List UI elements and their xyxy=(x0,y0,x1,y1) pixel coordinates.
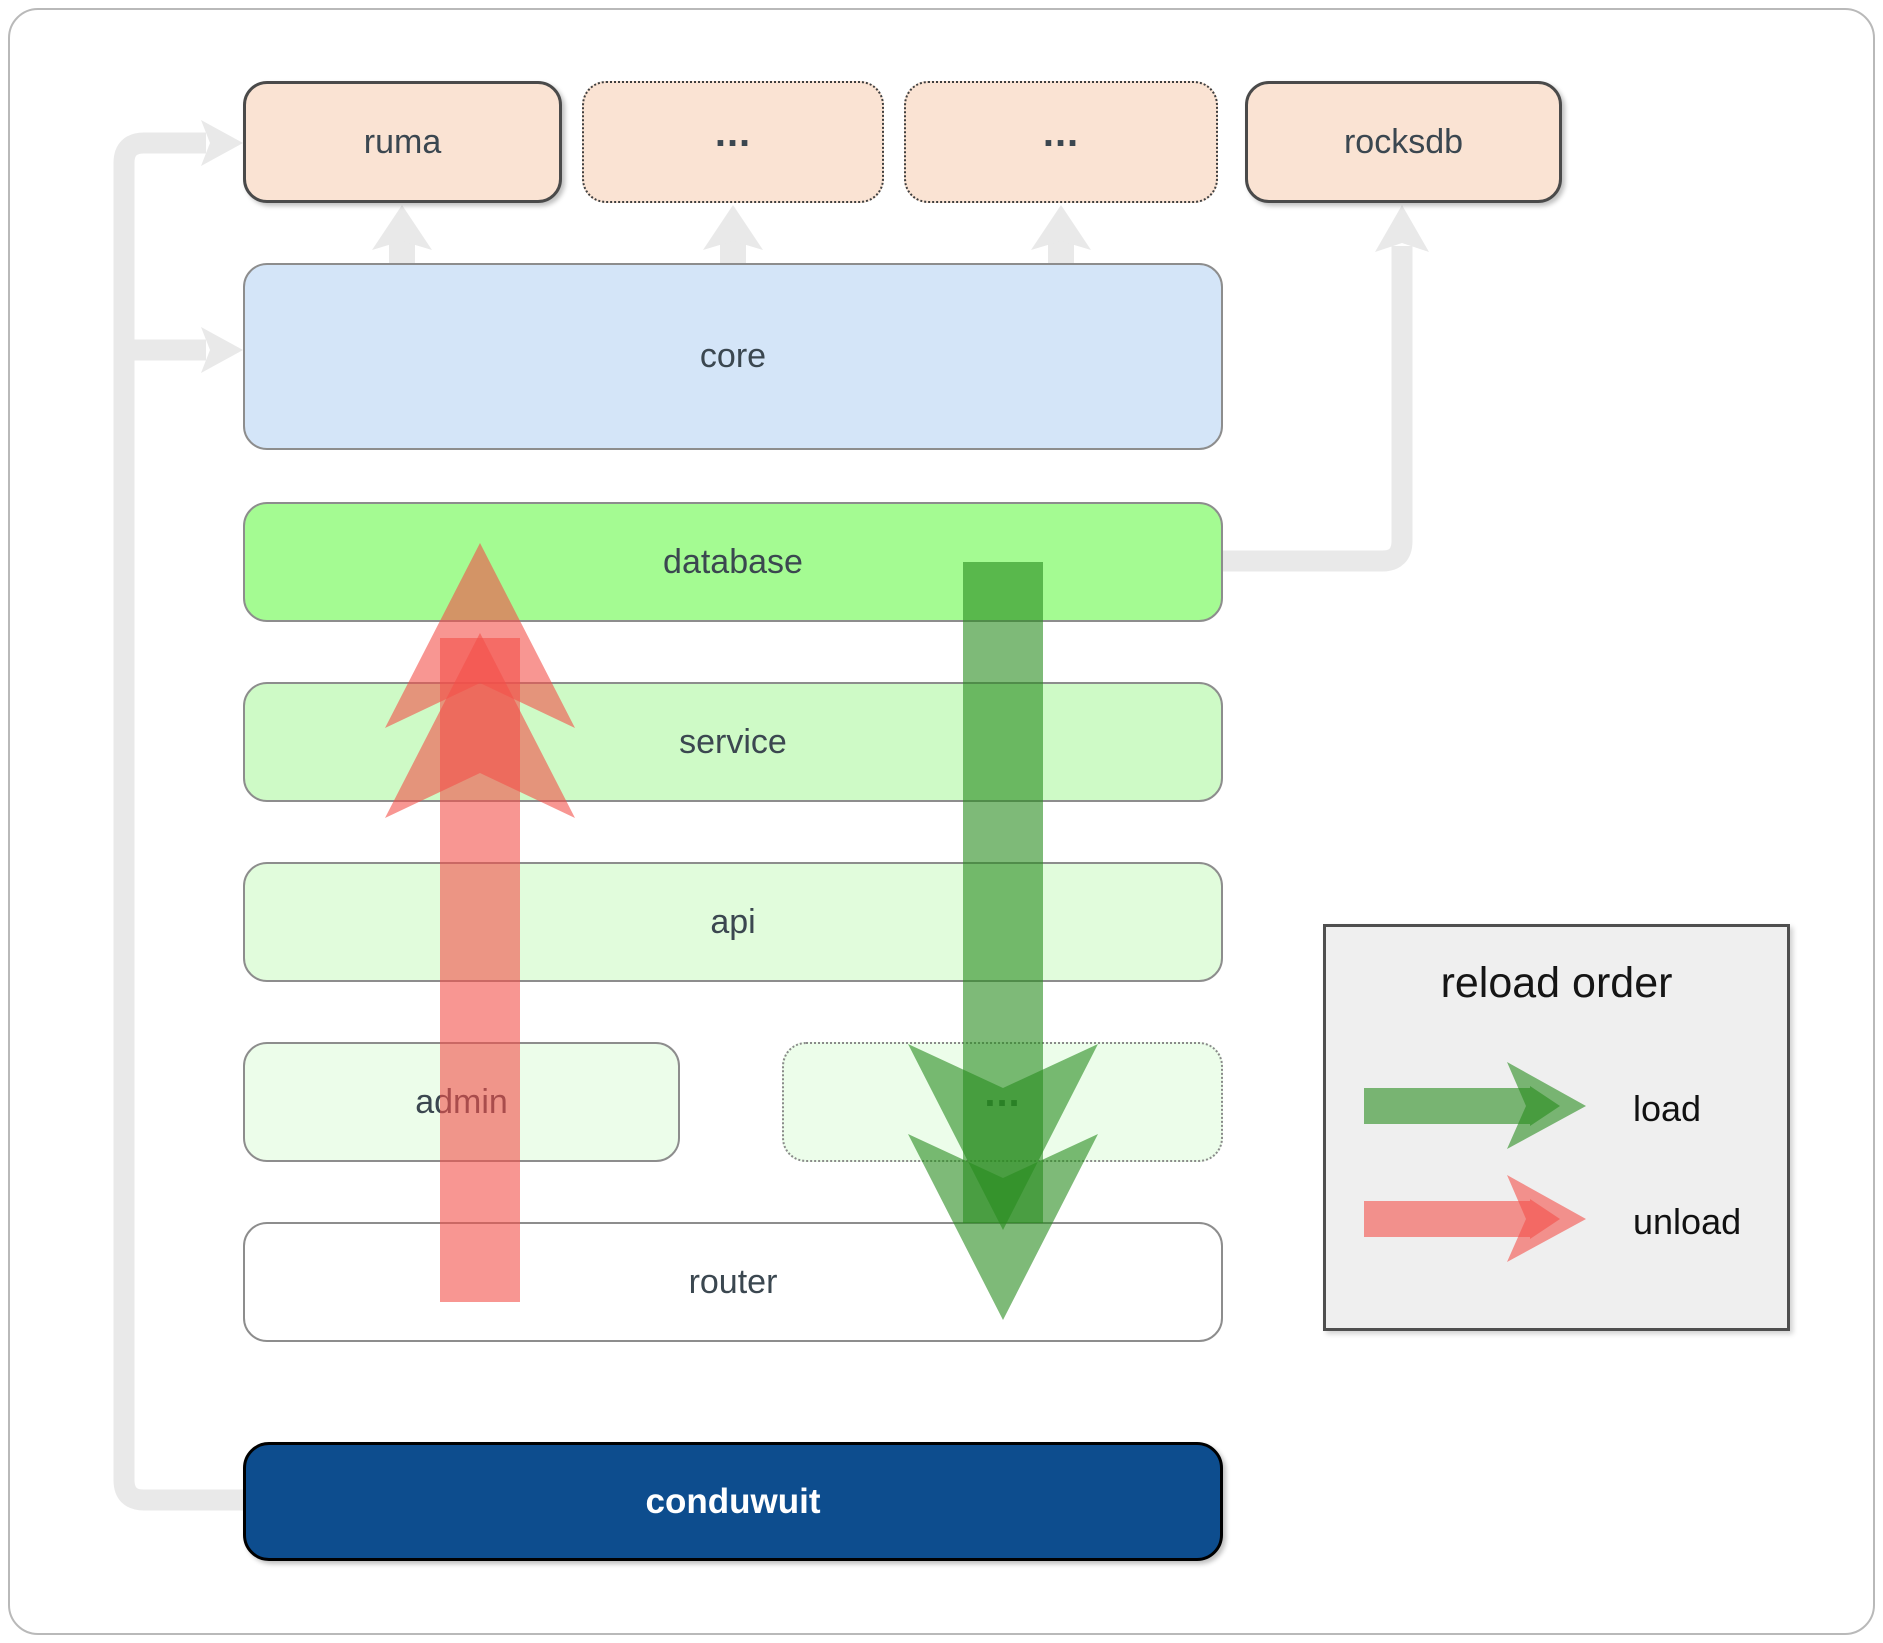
node-label: core xyxy=(699,337,767,375)
node-service: service xyxy=(243,682,1223,802)
node-label: router xyxy=(688,1262,778,1301)
conduwuit-to-ruma-connector xyxy=(113,132,243,1511)
node-label: rocksdb xyxy=(1343,122,1464,161)
node-label: admin xyxy=(415,1082,508,1121)
node-router: router xyxy=(243,1222,1223,1342)
node-ellipsis-3: ... xyxy=(782,1042,1223,1162)
arrowhead-into-rocksdb-icon xyxy=(1375,205,1429,252)
node-core: core xyxy=(243,263,1223,450)
legend-title: reload order xyxy=(1440,959,1673,1007)
database-to-rocksdb-connector xyxy=(1223,246,1413,572)
arrowhead-into-ruma-icon xyxy=(201,120,243,166)
node-label: database xyxy=(663,542,803,581)
core-to-ellipsis1-arrow-icon xyxy=(703,205,763,263)
legend: reload order load unload xyxy=(1323,924,1790,1331)
node-ellipsis-2: ... xyxy=(904,81,1218,203)
node-label: ruma xyxy=(363,122,442,161)
node-rocksdb: rocksdb xyxy=(1245,81,1562,203)
node-label: service xyxy=(679,722,787,761)
node-label: ... xyxy=(714,110,752,155)
legend-load-label: load xyxy=(1633,1088,1702,1129)
node-label: conduwuit xyxy=(645,1481,821,1521)
node-conduwuit: conduwuit xyxy=(243,1442,1223,1561)
core-to-ellipsis2-arrow-icon xyxy=(1031,205,1091,263)
node-label: ... xyxy=(984,1070,1021,1115)
node-ruma: ruma xyxy=(243,81,562,203)
node-api: api xyxy=(243,862,1223,982)
core-to-ruma-arrow-icon xyxy=(372,205,432,263)
arrowhead-into-core-icon xyxy=(201,327,243,373)
node-admin: admin xyxy=(243,1042,680,1162)
node-ellipsis-1: ... xyxy=(582,81,884,203)
node-label: ... xyxy=(1042,110,1080,155)
node-database: database xyxy=(243,502,1223,622)
node-label: api xyxy=(710,902,756,941)
legend-unload-label: unload xyxy=(1633,1201,1742,1242)
diagram-outer-frame xyxy=(8,8,1875,1635)
